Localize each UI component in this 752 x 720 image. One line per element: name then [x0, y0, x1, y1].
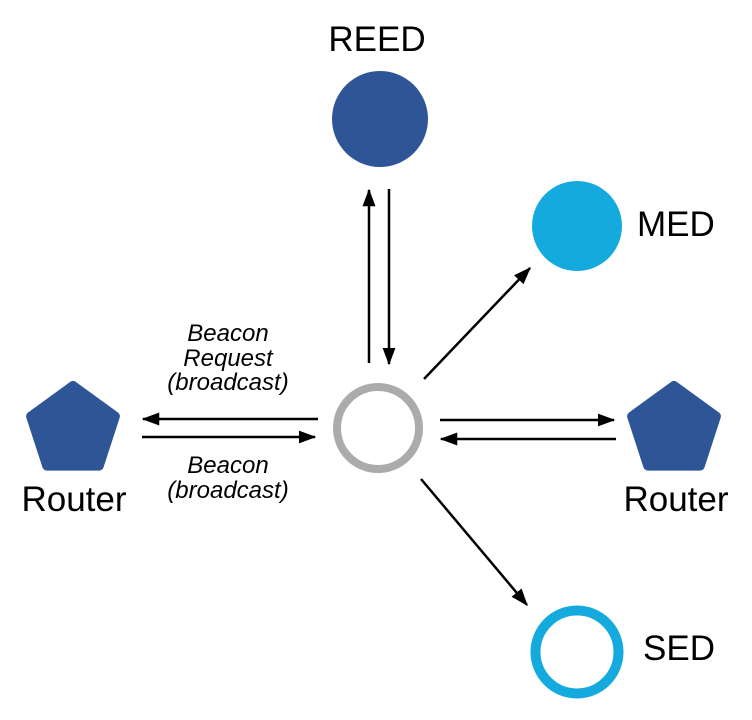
arrow-center-to-med — [423, 267, 531, 380]
beacon-request-annotation: Beacon Request (broadcast) — [167, 320, 289, 396]
reed-node-circle — [332, 71, 428, 167]
med-node-label: MED — [637, 205, 715, 244]
sed-node-circle — [530, 605, 624, 699]
med-node-circle — [532, 181, 622, 271]
sed-node-label: SED — [643, 629, 715, 668]
router-right-pentagon — [627, 381, 721, 471]
beacon-annotation: Beacon (broadcast) — [167, 452, 289, 504]
router-left-node-label: Router — [21, 480, 127, 519]
router-right-node-label: Router — [623, 480, 729, 519]
arrow-center-to-sed — [420, 478, 528, 606]
center-node-circle — [333, 383, 423, 473]
router-left-pentagon — [26, 381, 120, 471]
reed-node-label: REED — [328, 20, 426, 59]
